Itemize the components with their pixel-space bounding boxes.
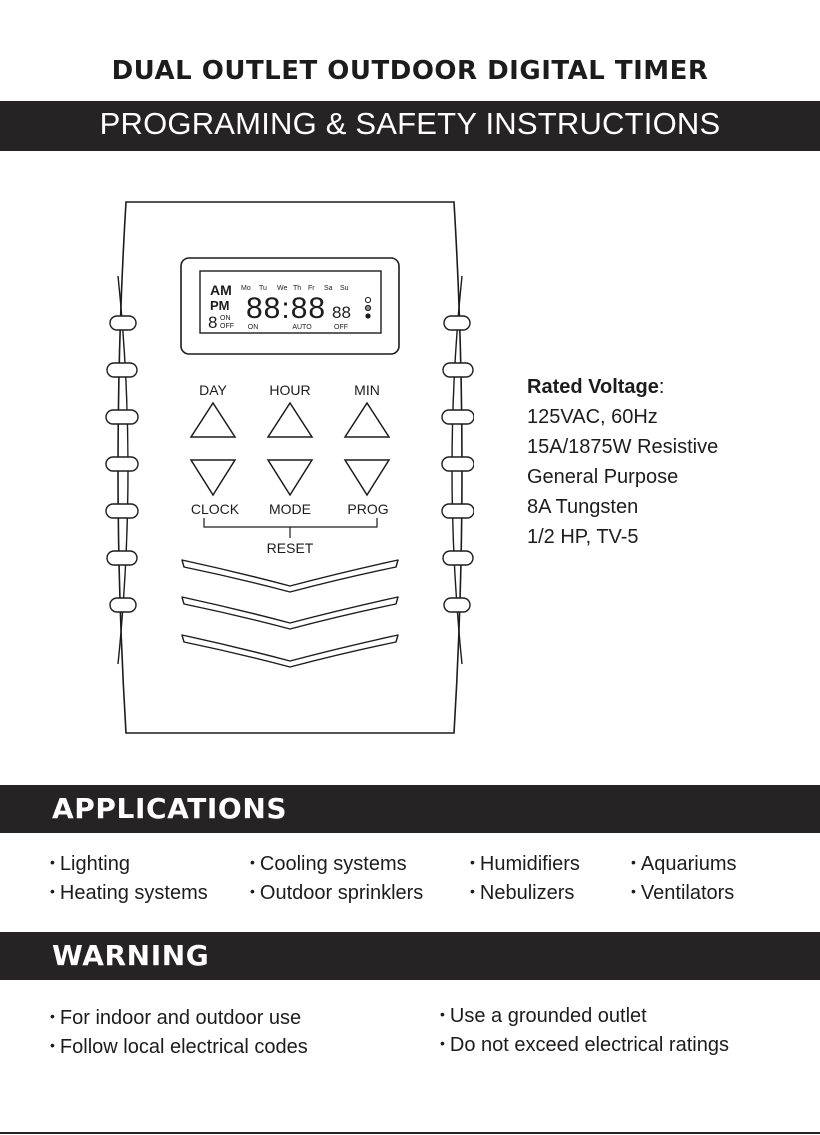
- day-up-button[interactable]: [189, 401, 237, 438]
- lcd-time-digits: 88:88: [246, 292, 326, 325]
- spec-line: 1/2 HP, TV-5: [527, 526, 639, 548]
- subtitle-banner: PROGRAMING & SAFETY INSTRUCTIONS: [0, 101, 820, 151]
- mode-down-button[interactable]: [266, 459, 314, 497]
- vent-chevron-3: [181, 634, 399, 668]
- lcd-indicator-open: [364, 296, 372, 304]
- lcd-day-th: Th: [293, 285, 301, 292]
- spec-line: General Purpose: [527, 466, 679, 488]
- lcd-indicator-filled: [365, 313, 371, 319]
- lcd-am: AM: [210, 282, 232, 298]
- hour-button-label: HOUR: [269, 382, 310, 398]
- right-grip-ribs: [441, 315, 474, 613]
- reset-label: RESET: [267, 540, 314, 556]
- application-item: Cooling systems: [250, 853, 407, 876]
- min-button-label: MIN: [354, 382, 380, 398]
- spec-line: 8A Tungsten: [527, 496, 639, 518]
- left-grip-ribs: [105, 315, 139, 613]
- vent-chevron-1: [181, 559, 399, 593]
- subtitle-text: PROGRAMING & SAFETY INSTRUCTIONS: [99, 106, 721, 141]
- lcd-seconds-digits: 88: [332, 303, 351, 322]
- lcd-pm: PM: [210, 298, 230, 313]
- application-item: Aquariums: [631, 853, 737, 876]
- clock-button-label: CLOCK: [191, 501, 240, 517]
- lcd-day-mo: Mo: [241, 285, 251, 292]
- rated-voltage-specs: Rated Voltage: 125VAC, 60Hz 15A/1875W Re…: [527, 372, 718, 552]
- lcd-off: OFF: [220, 323, 234, 330]
- application-item: Lighting: [50, 853, 130, 876]
- lcd-day-tu: Tu: [259, 285, 267, 292]
- applications-heading: APPLICATIONS: [52, 792, 288, 825]
- warning-heading: WARNING: [52, 939, 210, 972]
- application-item: Heating systems: [50, 882, 208, 905]
- spec-line: 15A/1875W Resistive: [527, 436, 719, 458]
- warning-banner: WARNING: [0, 932, 820, 980]
- lcd-mode-auto: AUTO: [292, 324, 312, 331]
- application-item: Humidifiers: [470, 853, 580, 876]
- lcd-indicator-half: [364, 304, 372, 312]
- prog-down-button[interactable]: [343, 459, 391, 497]
- lcd-screen: [199, 270, 382, 334]
- lcd-on: ON: [220, 315, 231, 322]
- reset-bracket: [203, 518, 378, 538]
- rated-voltage-heading-text: Rated Voltage: [527, 376, 659, 398]
- bottom-rule: [0, 1132, 820, 1134]
- application-item: Outdoor sprinklers: [250, 882, 423, 905]
- warning-item: Do not exceed electrical ratings: [440, 1034, 729, 1057]
- day-button-label: DAY: [199, 382, 227, 398]
- clock-down-button[interactable]: [189, 459, 237, 497]
- lcd-mode-on: ON: [248, 324, 259, 331]
- warning-item: For indoor and outdoor use: [50, 1007, 301, 1030]
- lcd-day-fr: Fr: [308, 285, 315, 292]
- lcd-day-sa: Sa: [324, 285, 333, 292]
- min-up-button[interactable]: [343, 401, 391, 438]
- lcd-mode-off: OFF: [334, 324, 348, 331]
- application-item: Nebulizers: [470, 882, 574, 905]
- warning-item: Use a grounded outlet: [440, 1005, 647, 1028]
- rated-voltage-heading-suffix: :: [658, 376, 665, 398]
- spec-line: 125VAC, 60Hz: [527, 406, 658, 428]
- mode-button-label: MODE: [269, 501, 311, 517]
- warning-item: Follow local electrical codes: [50, 1036, 308, 1059]
- document-title: DUAL OUTLET OUTDOOR DIGITAL TIMER: [111, 56, 709, 86]
- prog-button-label: PROG: [347, 501, 388, 517]
- lcd-day-su: Su: [340, 285, 349, 292]
- timer-device-illustration: AM PM Mo Tu We Th Fr Sa Su 8 ON OFF 88:8…: [105, 201, 474, 734]
- rated-voltage-heading: Rated Voltage:: [527, 372, 718, 402]
- vent-chevron-2: [181, 596, 399, 630]
- lcd-small-digit: 8: [208, 313, 217, 332]
- lcd-day-we: We: [277, 285, 287, 292]
- applications-banner: APPLICATIONS: [0, 785, 820, 833]
- application-item: Ventilators: [631, 882, 734, 905]
- hour-up-button[interactable]: [266, 401, 314, 438]
